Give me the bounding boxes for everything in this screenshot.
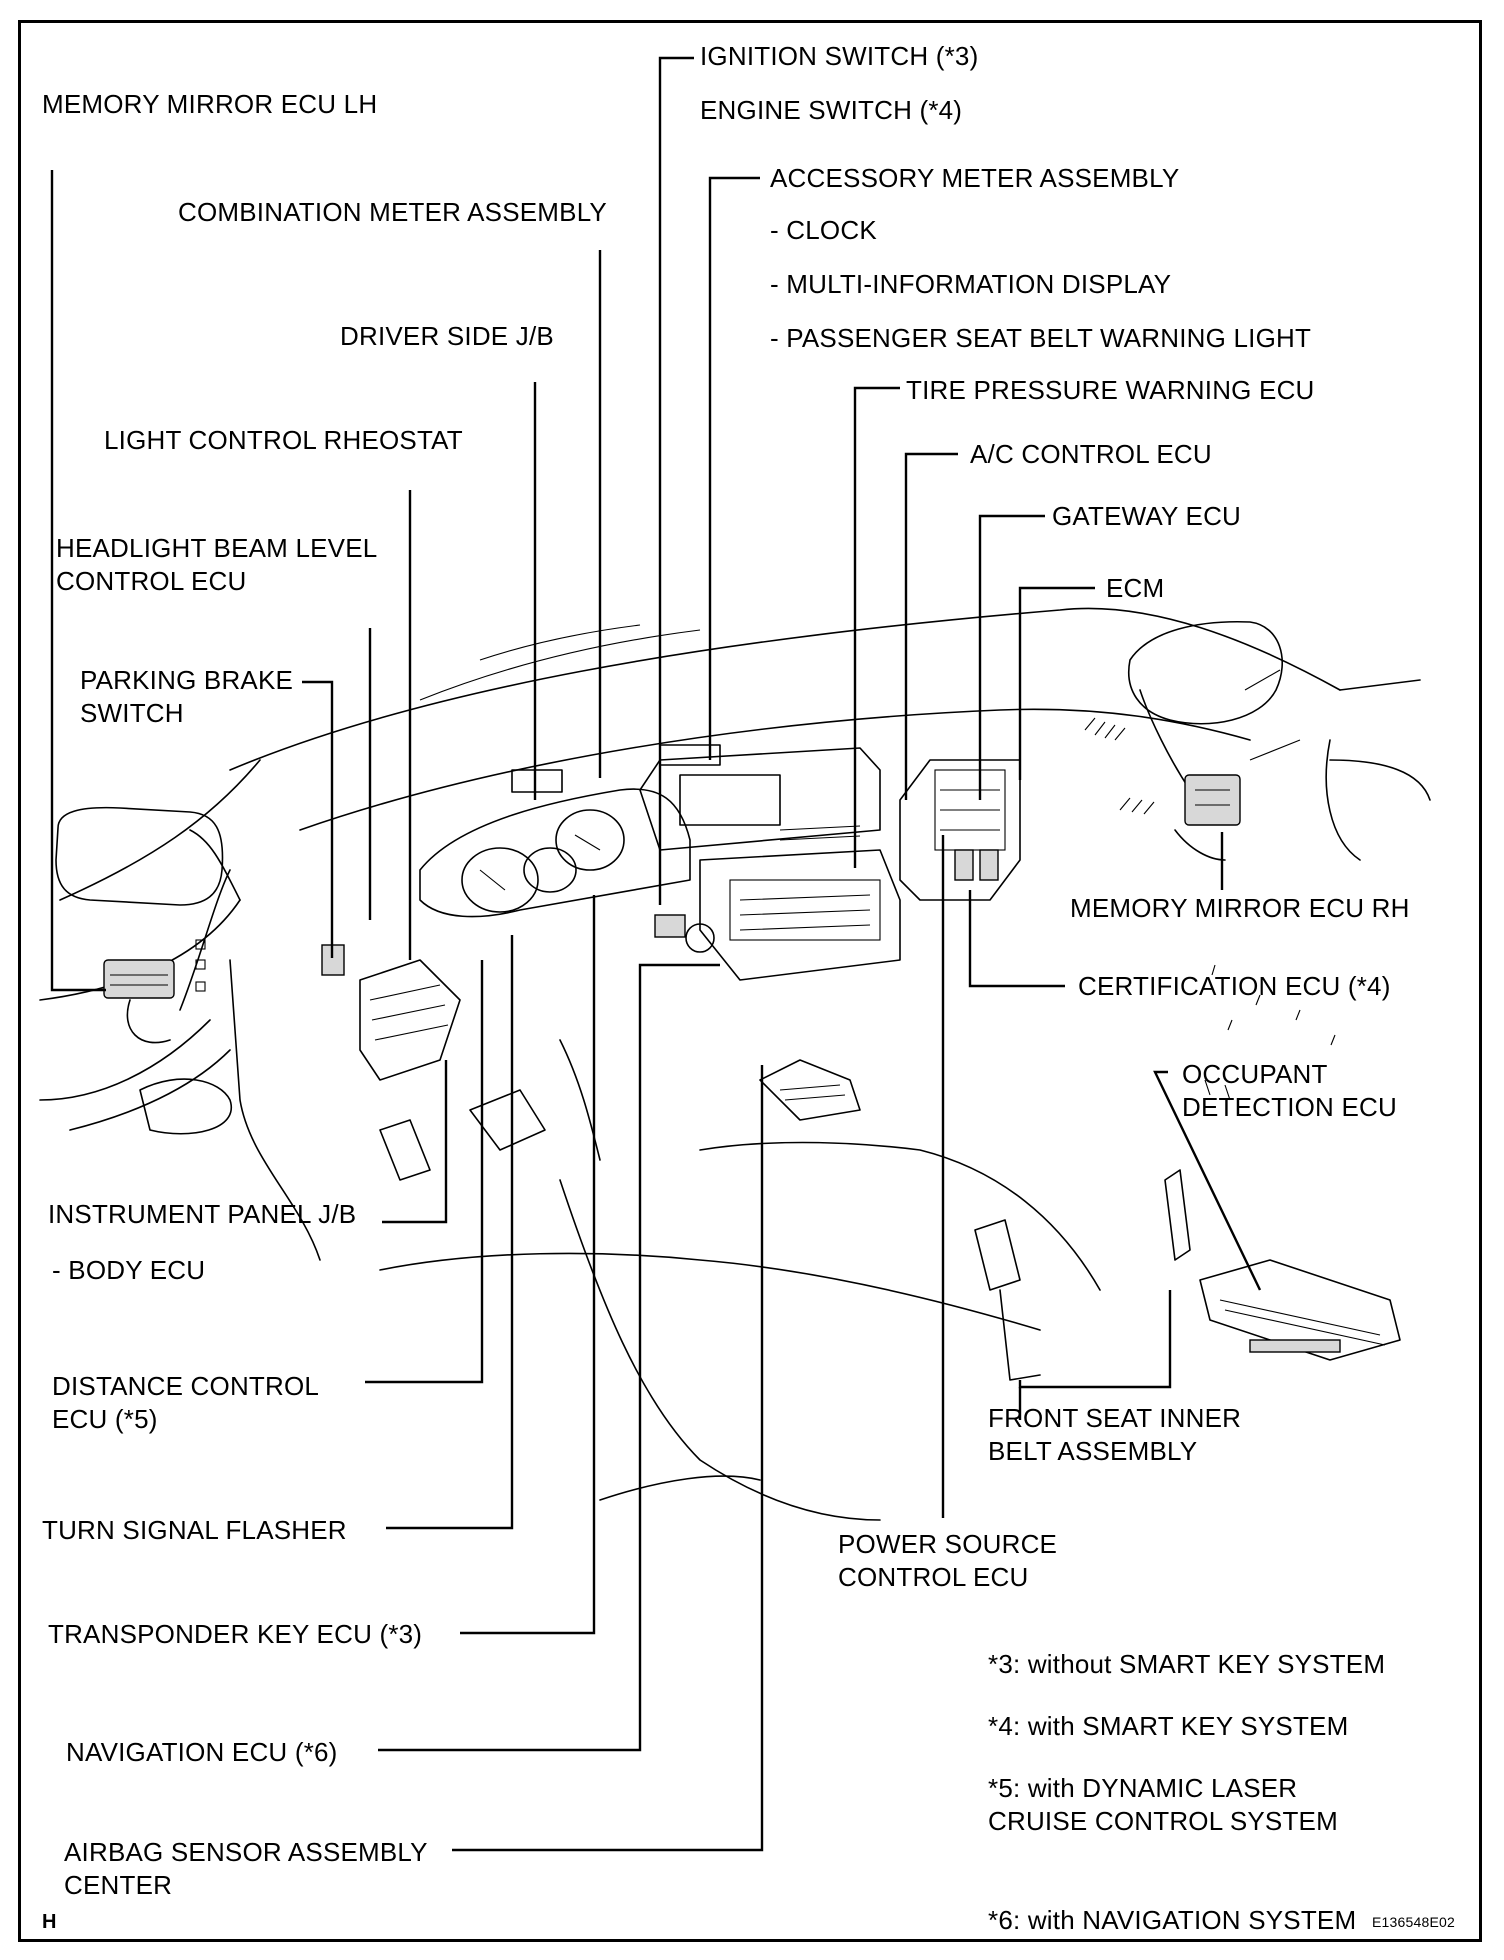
label-parking-brake-line1: PARKING BRAKE: [80, 665, 294, 695]
label-parking-brake-line2: SWITCH: [80, 698, 184, 728]
label-ecm: ECM: [1106, 573, 1165, 603]
label-occupant-detection-line1: OCCUPANT: [1182, 1059, 1328, 1089]
label-distance-control-line2: ECU (*5): [52, 1404, 158, 1434]
figure-code: E136548E02: [1372, 1914, 1455, 1930]
label-distance-control-line1: DISTANCE CONTROL: [52, 1371, 320, 1401]
label-memory-mirror-ecu-lh: MEMORY MIRROR ECU LH: [42, 89, 378, 119]
label-turn-signal-flasher: TURN SIGNAL FLASHER: [42, 1515, 347, 1545]
corner-mark: H: [42, 1911, 57, 1933]
label-headlight-beam-level-line2: CONTROL ECU: [56, 566, 247, 596]
label-navigation-ecu: NAVIGATION ECU (*6): [66, 1737, 338, 1767]
diagram-frame: [18, 20, 1482, 1942]
label-front-seat-inner-line1: FRONT SEAT INNER: [988, 1403, 1242, 1433]
label-headlight-beam-level-line1: HEADLIGHT BEAM LEVEL: [56, 533, 378, 563]
label-combination-meter-assembly: COMBINATION METER ASSEMBLY: [178, 197, 607, 227]
label-ignition-switch: IGNITION SWITCH (*3): [700, 41, 979, 71]
label-driver-side-jb: DRIVER SIDE J/B: [340, 321, 554, 351]
label-instrument-panel-jb: INSTRUMENT PANEL J/B: [48, 1199, 357, 1229]
label-passenger-seat-belt-warning-light: - PASSENGER SEAT BELT WARNING LIGHT: [770, 323, 1312, 353]
label-engine-switch: ENGINE SWITCH (*4): [700, 95, 963, 125]
label-airbag-sensor-line2: CENTER: [64, 1870, 173, 1900]
label-ac-control-ecu: A/C CONTROL ECU: [970, 439, 1212, 469]
label-tire-pressure-warning-ecu: TIRE PRESSURE WARNING ECU: [906, 375, 1315, 405]
label-memory-mirror-ecu-rh: MEMORY MIRROR ECU RH: [1070, 893, 1410, 923]
label-body-ecu: - BODY ECU: [52, 1255, 206, 1285]
label-clock: - CLOCK: [770, 215, 877, 245]
label-front-seat-inner-line2: BELT ASSEMBLY: [988, 1436, 1198, 1466]
note-without-smart-key: *3: without SMART KEY SYSTEM: [988, 1649, 1386, 1679]
label-transponder-key-ecu: TRANSPONDER KEY ECU (*3): [48, 1619, 423, 1649]
note-dynamic-laser-line1: *5: with DYNAMIC LASER: [988, 1773, 1298, 1803]
label-power-source-line2: CONTROL ECU: [838, 1562, 1029, 1592]
note-with-smart-key: *4: with SMART KEY SYSTEM: [988, 1711, 1349, 1741]
label-light-control-rheostat: LIGHT CONTROL RHEOSTAT: [104, 425, 463, 455]
leader-lines: [50, 56, 1262, 1852]
label-occupant-detection-line2: DETECTION ECU: [1182, 1092, 1397, 1122]
label-certification-ecu: CERTIFICATION ECU (*4): [1078, 971, 1391, 1001]
label-accessory-meter-assembly: ACCESSORY METER ASSEMBLY: [770, 163, 1180, 193]
note-dynamic-laser-line2: CRUISE CONTROL SYSTEM: [988, 1806, 1338, 1836]
note-navigation-system: *6: with NAVIGATION SYSTEM: [988, 1905, 1357, 1935]
label-multi-information-display: - MULTI-INFORMATION DISPLAY: [770, 269, 1172, 299]
label-airbag-sensor-line1: AIRBAG SENSOR ASSEMBLY: [64, 1837, 428, 1867]
label-gateway-ecu: GATEWAY ECU: [1052, 501, 1242, 531]
label-power-source-line1: POWER SOURCE: [838, 1529, 1058, 1559]
